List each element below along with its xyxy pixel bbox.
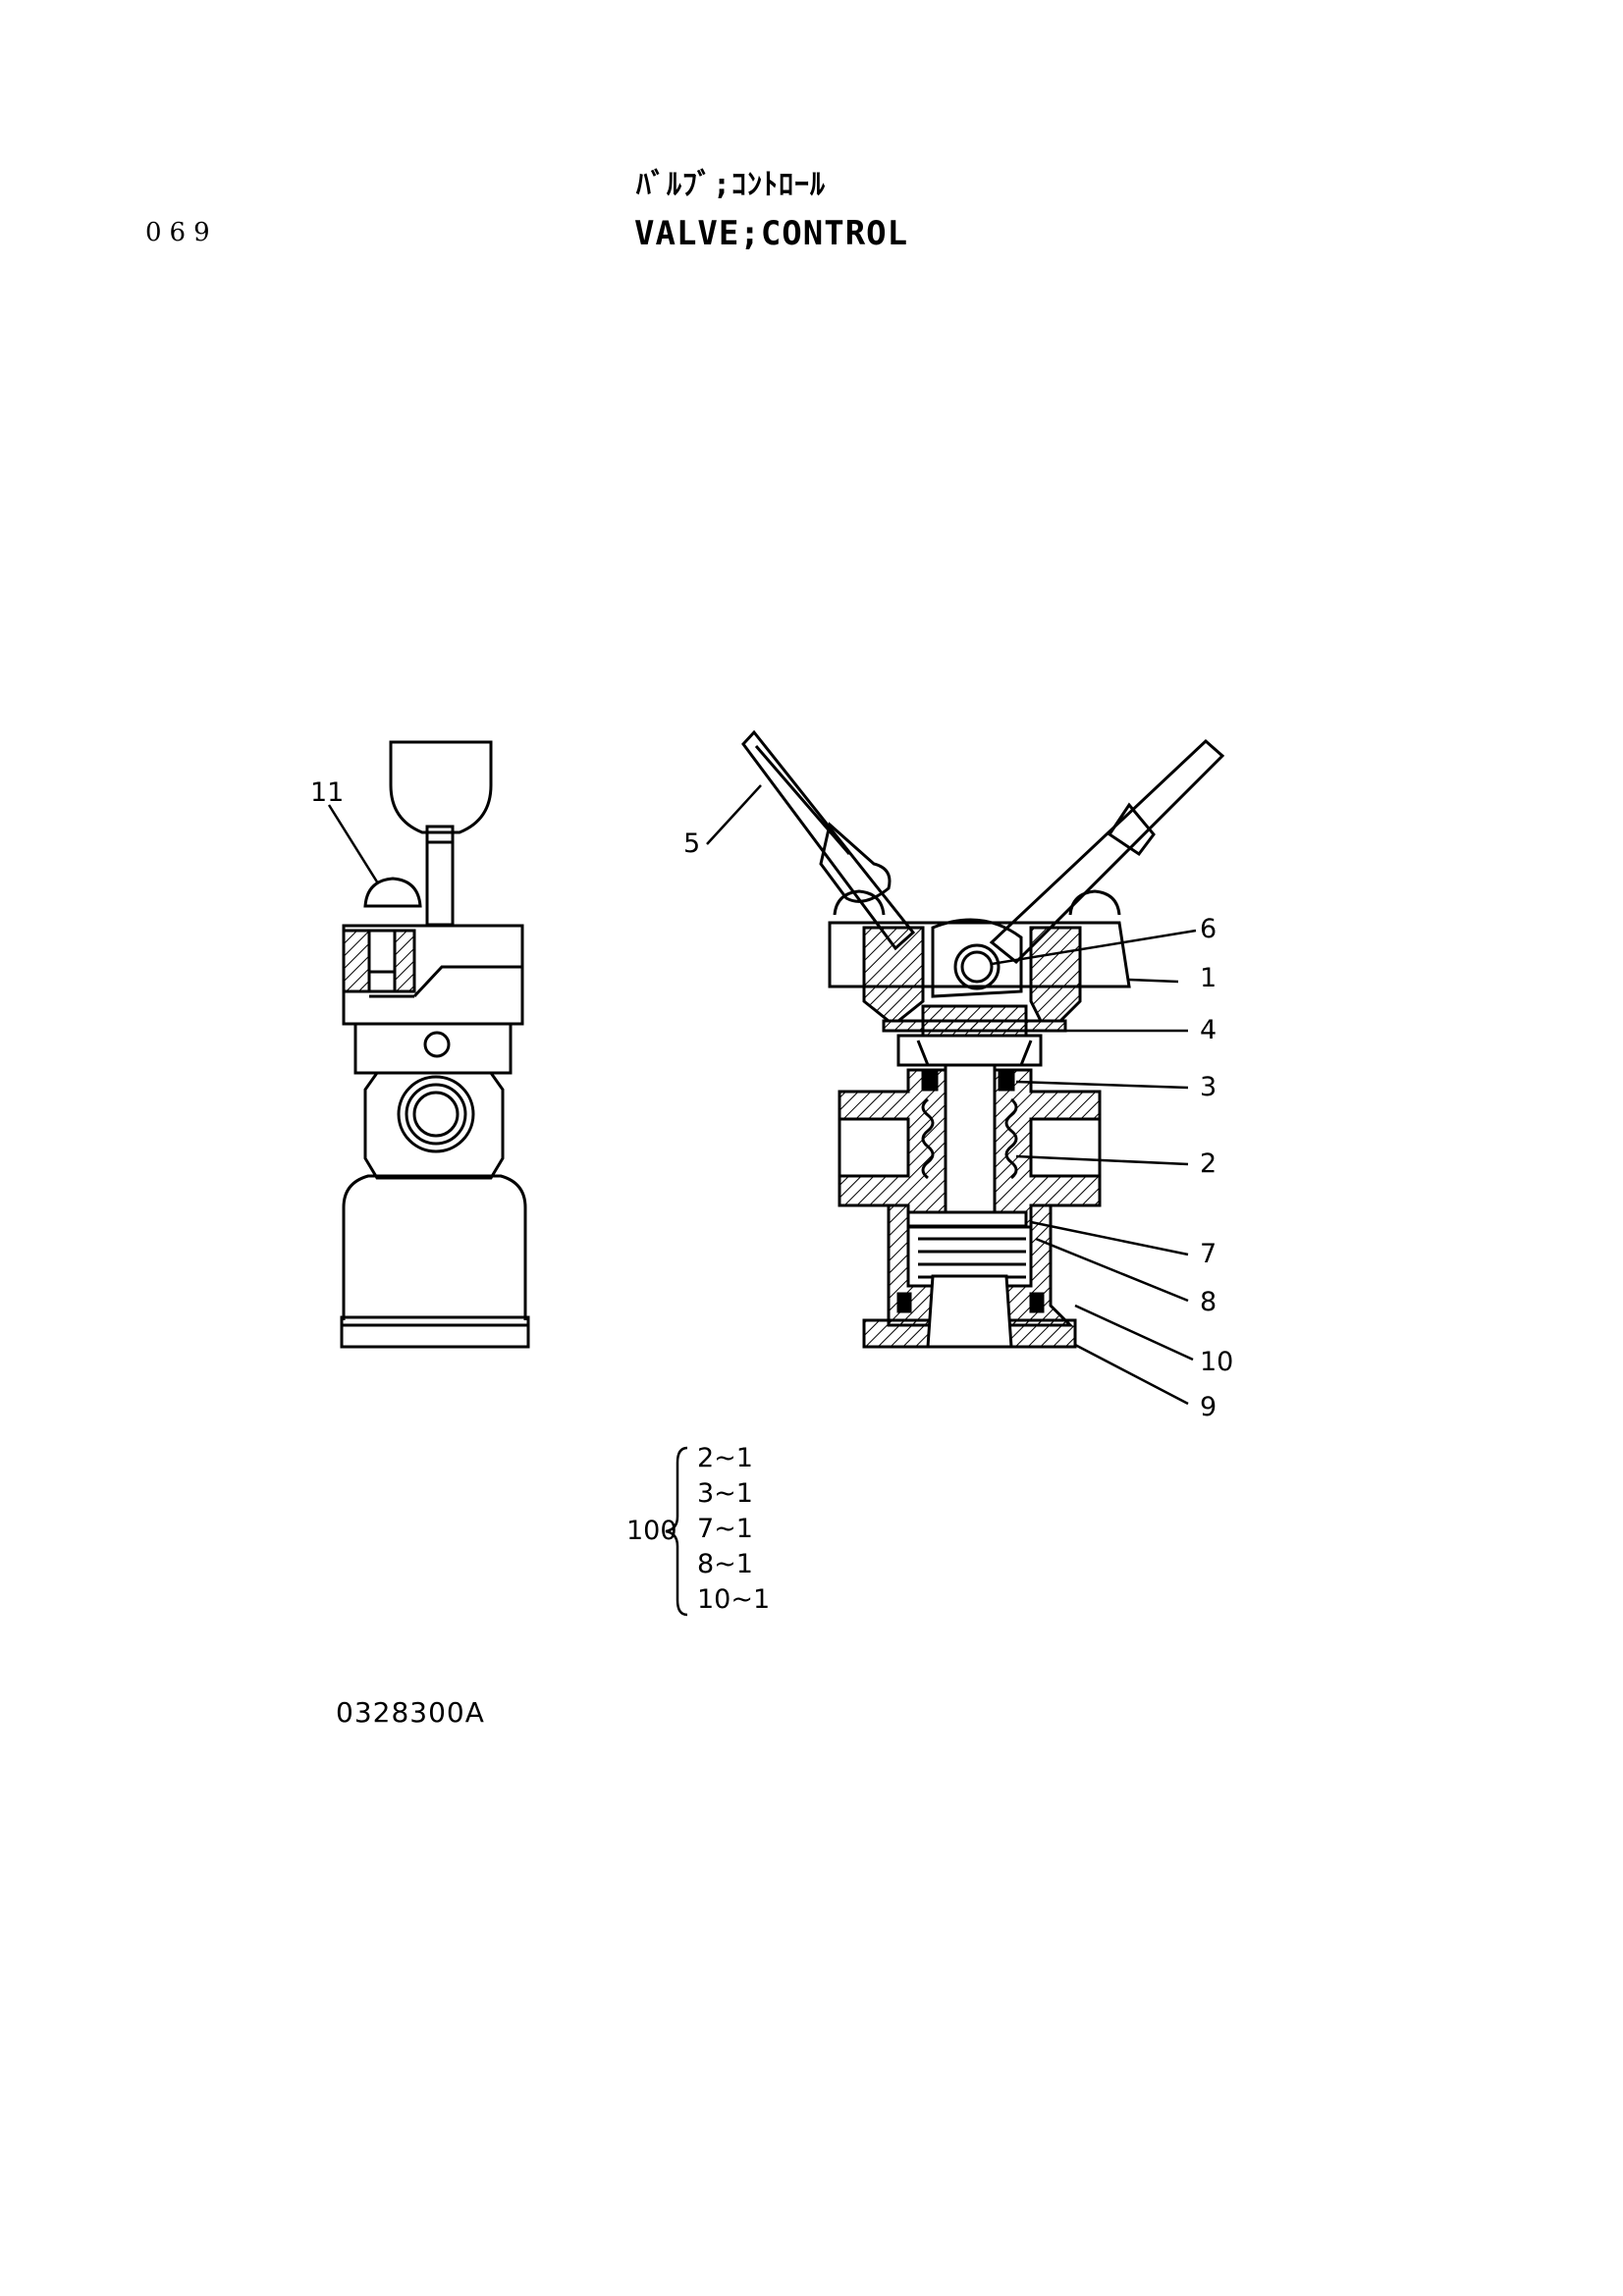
callout-leaders (706, 784, 1197, 1406)
page-title-japanese: ﾊﾞﾙﾌﾞ;ｺﾝﾄﾛｰﾙ (636, 168, 827, 202)
callout-3: 3 (1200, 1072, 1217, 1102)
kit-breakdown: 100 2~1 3~1 7~1 8~1 10~1 (626, 1443, 770, 1617)
callout-11: 11 (310, 777, 344, 808)
drawing-number: 0328300A (336, 1696, 485, 1729)
callout-9: 9 (1200, 1392, 1217, 1422)
callout-4: 4 (1200, 1015, 1217, 1045)
page-number: 069 (145, 218, 218, 247)
kit-item: 2~1 (697, 1443, 753, 1473)
callout-10: 10 (1200, 1347, 1233, 1377)
kit-item: 8~1 (697, 1549, 753, 1579)
callout-2: 2 (1200, 1148, 1217, 1179)
page-title: VALVE;CONTROL (634, 214, 909, 253)
kit-item: 7~1 (697, 1514, 753, 1544)
callout-5: 5 (683, 828, 700, 859)
kit-item: 10~1 (697, 1584, 770, 1615)
callout-6: 6 (1200, 914, 1217, 944)
callout-8: 8 (1200, 1287, 1217, 1317)
valve-side-view (340, 740, 530, 1349)
callout-7: 7 (1200, 1239, 1217, 1269)
kit-label: 100 (626, 1516, 677, 1546)
valve-sectional-view (741, 729, 1225, 1349)
callout-1: 1 (1200, 963, 1217, 993)
kit-item: 3~1 (697, 1478, 753, 1509)
kit-brace (665, 1446, 688, 1617)
